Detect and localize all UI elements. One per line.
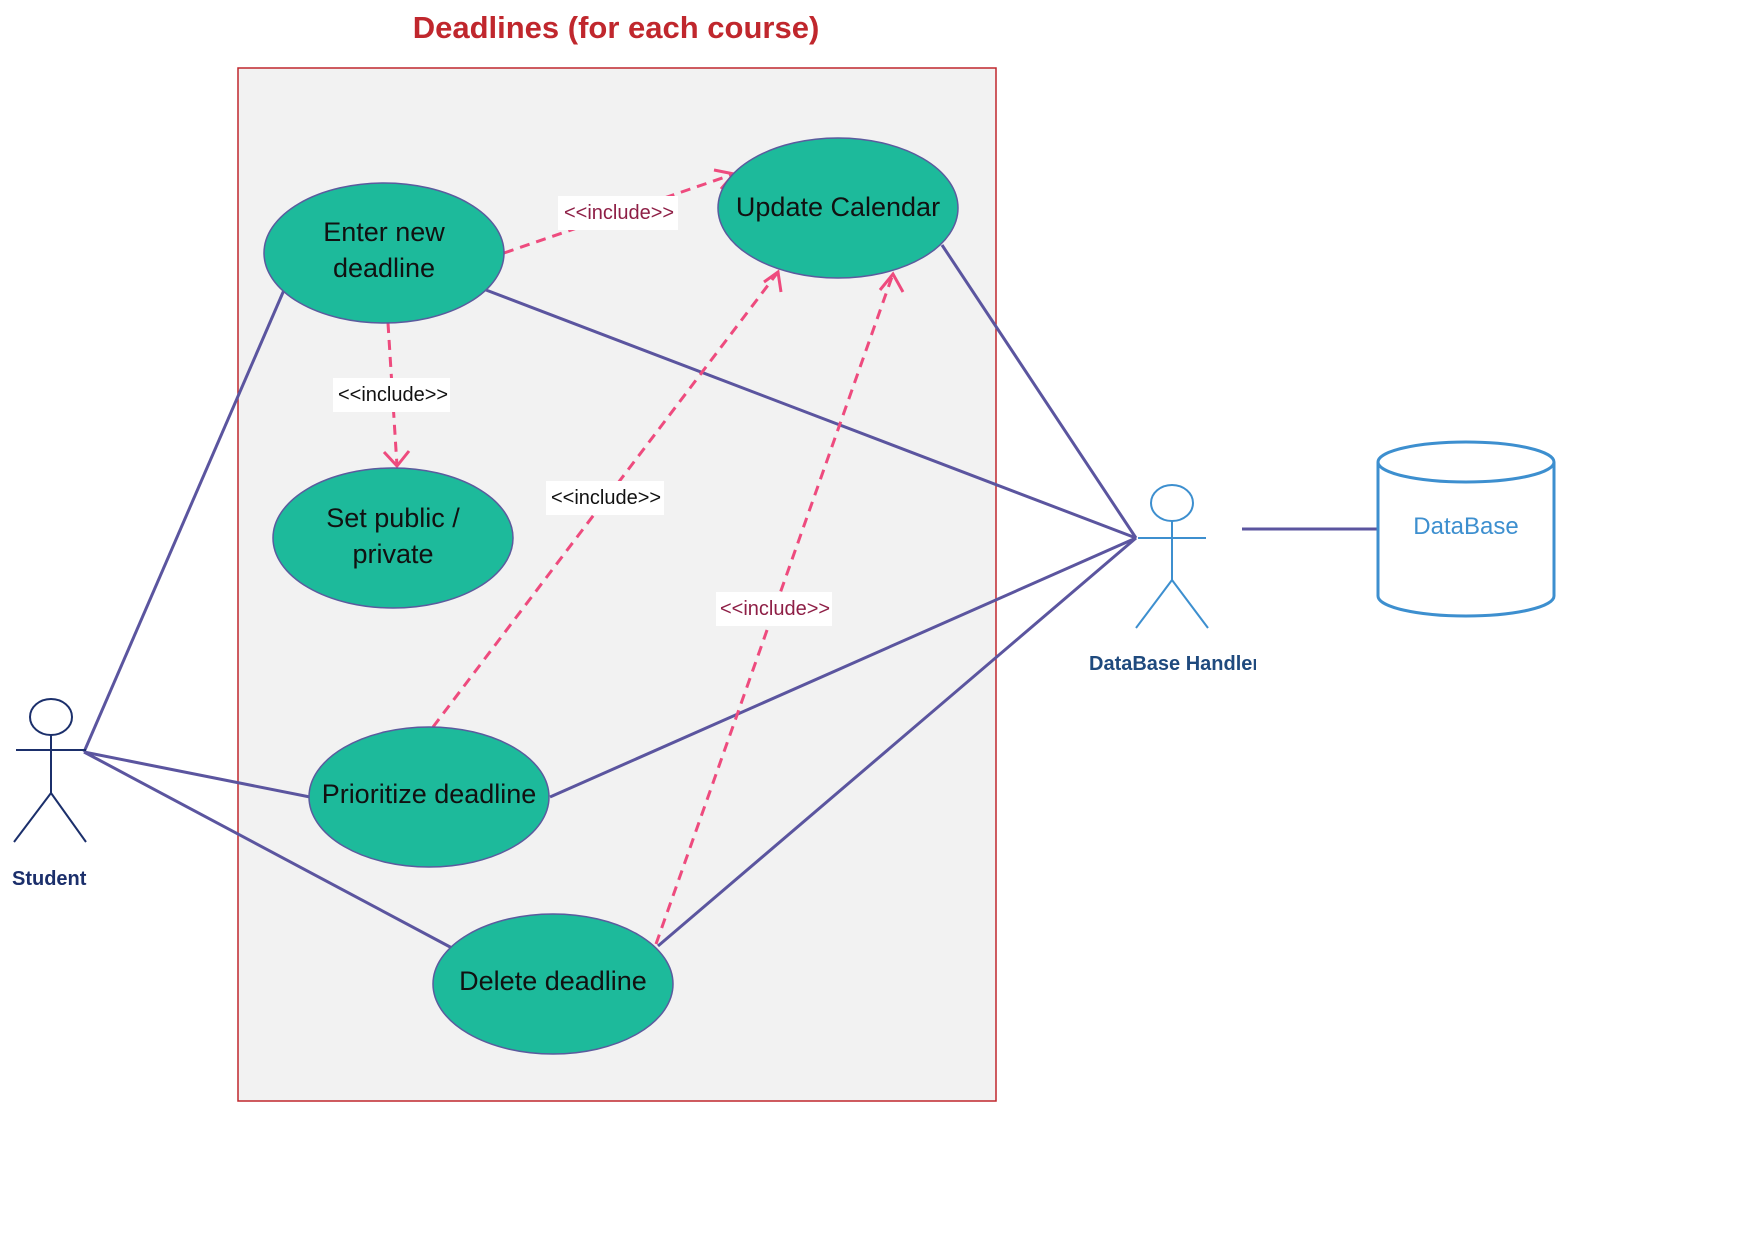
- actor-left-leg: [1135, 579, 1173, 629]
- database-body: [1376, 462, 1556, 618]
- association-update-dbhandler: [940, 244, 1138, 539]
- actor-left-leg: [13, 792, 52, 843]
- actor-database-handler[interactable]: [1135, 484, 1209, 629]
- usecase-label-line: Prioritize deadline: [322, 779, 537, 809]
- actor-database-handler-label: DataBase Handler: [1089, 653, 1260, 675]
- arrowhead-enter-setpub: [382, 450, 411, 469]
- diagram-title: Deadlines (for each course): [413, 10, 820, 45]
- association-delete-dbhandler: [657, 536, 1137, 948]
- usecase-update-calendar[interactable]: Update Calendar: [717, 137, 959, 279]
- usecase-label-line: Delete deadline: [459, 966, 647, 996]
- actor-right-leg: [50, 792, 87, 843]
- actor-student[interactable]: [13, 698, 87, 843]
- include-label-4: <<include>>: [716, 592, 832, 626]
- actor-right-leg: [1171, 579, 1209, 629]
- usecase-prioritize-deadline[interactable]: Prioritize deadline: [308, 726, 550, 868]
- include-label-1: <<include>>: [558, 196, 678, 230]
- include-label-text: <<include>>: [338, 384, 448, 406]
- association-student-prioritize: [83, 750, 311, 799]
- arrowhead-prioritize-update: [763, 269, 783, 293]
- actor-head: [1150, 484, 1194, 522]
- database-top: [1376, 440, 1556, 484]
- association-prioritize-dbhandler: [549, 536, 1137, 799]
- usecase-label-line: Update Calendar: [736, 192, 940, 222]
- usecase-label-line: private: [352, 539, 433, 569]
- use-case-diagram: Deadlines (for each course) <<include>> …: [12, 10, 1556, 1102]
- arrowhead-delete-update: [878, 271, 905, 293]
- include-label-text: <<include>>: [564, 202, 674, 224]
- usecase-delete-deadline[interactable]: Delete deadline: [432, 913, 674, 1055]
- usecase-set-public-private[interactable]: Set public / private: [272, 467, 514, 609]
- usecase-label-line: deadline: [333, 253, 435, 283]
- database-cylinder[interactable]: DataBase: [1376, 440, 1556, 618]
- association-enter-dbhandler: [485, 288, 1137, 540]
- usecase-label-line: Enter new: [323, 217, 445, 247]
- usecase-label-line: Set public /: [326, 503, 460, 533]
- actor-head: [29, 698, 73, 736]
- include-label-text: <<include>>: [551, 487, 661, 509]
- actor-student-label: Student: [12, 868, 87, 890]
- include-label-3: <<include>>: [546, 481, 664, 515]
- associations: [82, 244, 1378, 950]
- include-label-text: <<include>>: [720, 598, 830, 620]
- association-student-delete: [83, 750, 453, 950]
- database-label: DataBase: [1413, 513, 1518, 540]
- association-student-enter: [82, 289, 286, 753]
- usecase-enter-new-deadline[interactable]: Enter new deadline: [263, 182, 505, 324]
- include-label-2: <<include>>: [333, 378, 450, 412]
